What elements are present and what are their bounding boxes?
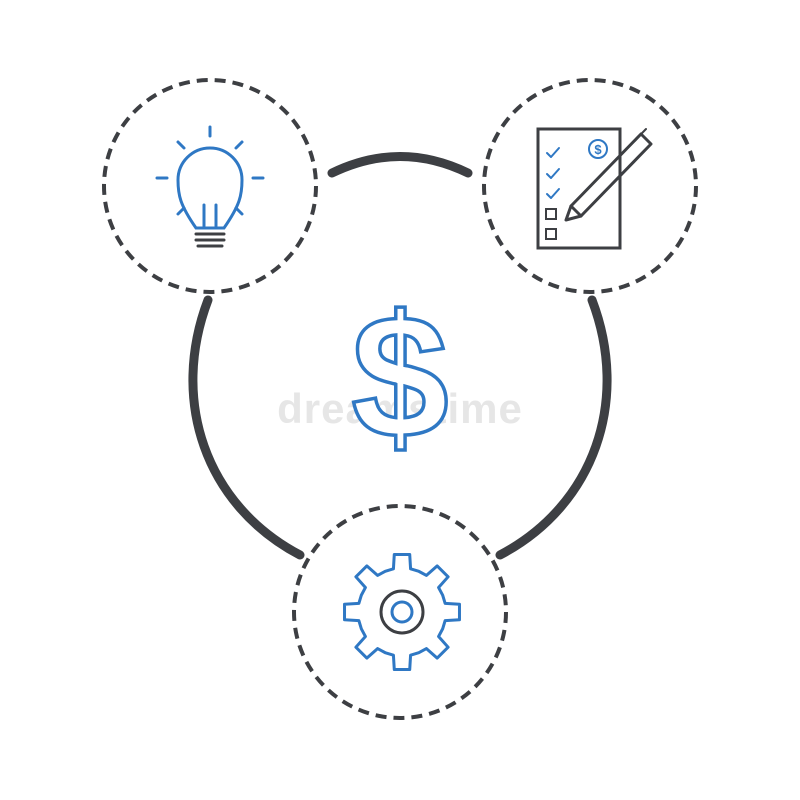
connector-arcs <box>188 152 612 560</box>
checklist-pen-icon: $ <box>536 127 653 250</box>
connector-right <box>495 295 612 560</box>
dollar-sign-outline: $ <box>351 280 448 475</box>
gear-icon <box>343 553 461 671</box>
gear-hub <box>390 600 414 624</box>
connector-top <box>327 152 473 178</box>
clipboard-sheet <box>536 127 622 250</box>
pen <box>564 128 653 222</box>
node-idea-circle <box>102 78 318 294</box>
dollar-badge <box>588 139 608 159</box>
dollar-sign-icon: $ <box>350 278 451 477</box>
lightbulb-icon <box>155 125 265 248</box>
dollar-badge-glyph: $ <box>594 142 602 157</box>
checkmarks <box>546 147 560 199</box>
node-process-circle <box>292 504 508 720</box>
empty-checkboxes <box>545 208 557 240</box>
gear-outline <box>343 553 461 671</box>
connector-left <box>188 295 305 560</box>
node-plan-circle <box>482 78 698 294</box>
gear-ring <box>379 589 425 635</box>
